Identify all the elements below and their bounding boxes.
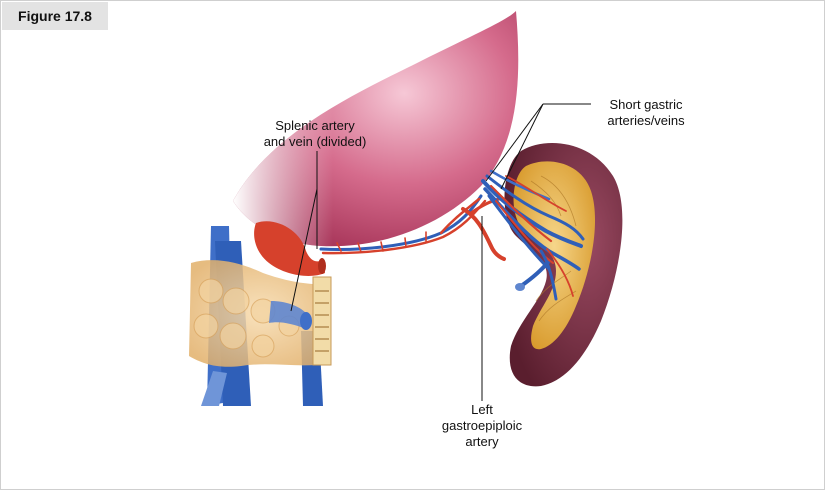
pancreas [189, 260, 332, 367]
label-splenic-artery-vein: Splenic artery and vein (divided) [263, 118, 367, 149]
splenic-artery-stump [254, 221, 326, 276]
spleen [504, 143, 623, 387]
stomach [233, 11, 519, 247]
leader-short-gastric-2 [500, 103, 544, 190]
label-left-gastroepiploic: Left gastroepiploic artery [441, 402, 523, 449]
label-short-gastric: Short gastric arteries/veins [607, 97, 685, 128]
leader-splenic-vein [290, 188, 318, 312]
gastric-border-vessels [319, 194, 506, 261]
leader-short-gastric-1 [485, 103, 544, 182]
figure-label: Figure 17.8 [2, 2, 108, 30]
hilar-vessels [481, 169, 585, 301]
leader-lines [290, 103, 591, 401]
